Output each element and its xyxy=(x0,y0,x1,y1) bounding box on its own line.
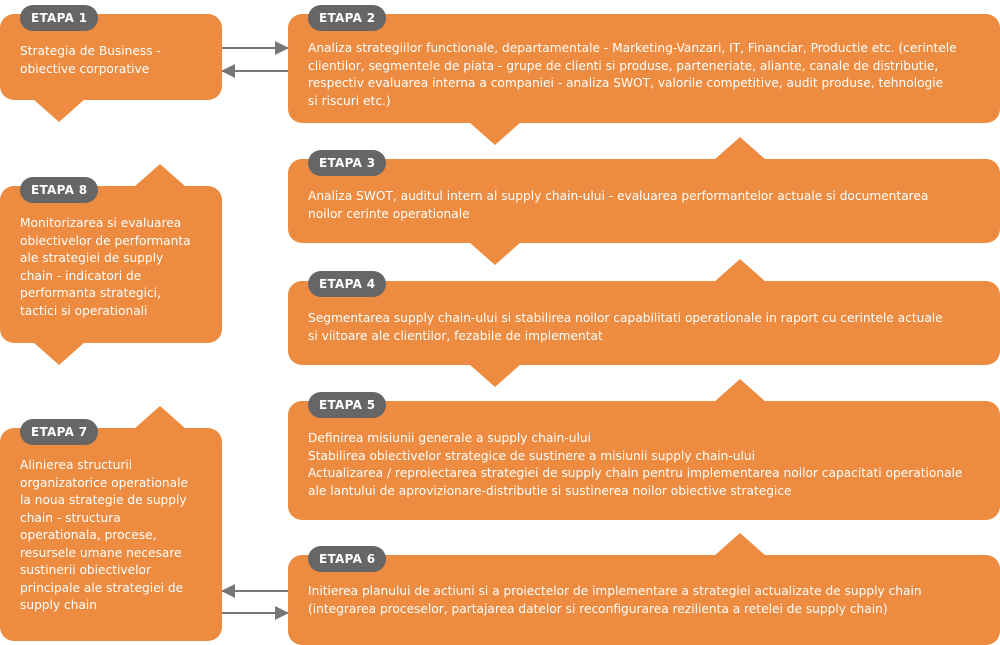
step-text: Monitorizarea si evaluarea xyxy=(20,216,182,230)
step-text: operationala, procese, xyxy=(20,528,157,542)
pointer-up-icon xyxy=(714,137,766,160)
step-text: Actualizarea / reproiectarea strategiei … xyxy=(308,466,963,480)
step-text: Stabilirea obiectivelor strategice de su… xyxy=(308,448,756,463)
pointer-down-icon xyxy=(33,342,85,365)
arrow-right-icon xyxy=(222,606,289,620)
step-1-box: Strategia de Business - obiective corpor… xyxy=(0,14,222,100)
step-text: Segmentarea supply chain-ului si stabili… xyxy=(308,311,943,325)
step-text: Analiza SWOT, auditul intern al supply c… xyxy=(308,189,929,203)
step-text: ale strategiei de supply xyxy=(20,251,164,265)
step-text: resursele umane necesare xyxy=(20,545,182,560)
step-6-badge: ETAPA 6 xyxy=(308,546,387,572)
arrow-left-icon xyxy=(221,64,288,78)
step-text: noilor cerinte operationale xyxy=(308,206,470,221)
step-text: Analiza strategiilor functionale, depart… xyxy=(308,41,957,55)
step-text: Strategia de Business - xyxy=(20,44,161,58)
step-6-box: Initierea planului de actiuni si a proie… xyxy=(288,555,1000,645)
pointer-up-icon xyxy=(714,379,766,402)
step-text: ale lantului de aprovizionare-distributi… xyxy=(308,483,792,498)
pointer-down-icon xyxy=(33,99,85,122)
step-8-box: Monitorizarea si evaluarea obiectivelor … xyxy=(0,186,222,343)
step-1-badge: ETAPA 1 xyxy=(20,5,99,31)
step-text: Alinierea structurii xyxy=(20,458,133,472)
step-4-badge: ETAPA 4 xyxy=(308,271,387,297)
step-5-badge: ETAPA 5 xyxy=(308,392,387,418)
pointer-down-icon xyxy=(469,122,521,145)
pointer-up-icon xyxy=(134,164,186,187)
step-7-badge: ETAPA 7 xyxy=(20,419,99,445)
step-text: Definirea misiunii generale a supply cha… xyxy=(308,431,592,445)
step-3-box: Analiza SWOT, auditul intern al supply c… xyxy=(288,159,1000,243)
step-text: la noua strategie de supply xyxy=(20,493,187,507)
step-2-badge: ETAPA 2 xyxy=(308,5,387,31)
step-2-box: Analiza strategiilor functionale, depart… xyxy=(288,14,1000,123)
step-8-badge: ETAPA 8 xyxy=(20,177,99,203)
arrow-right-icon xyxy=(222,41,289,55)
step-text: obiective corporative xyxy=(20,61,150,76)
step-text: supply chain xyxy=(20,598,98,612)
step-text: chain - indicatori de xyxy=(20,268,142,283)
step-text: tactici si operationali xyxy=(20,303,148,318)
step-text: performanta strategici, xyxy=(20,286,161,300)
step-text: chain - structura xyxy=(20,510,121,525)
step-7-box: Alinierea structurii organizatorice oper… xyxy=(0,428,222,641)
pointer-up-icon xyxy=(714,259,766,282)
step-3-badge: ETAPA 3 xyxy=(308,150,387,176)
step-text: clientilor, segmentele de piata - grupe … xyxy=(308,58,939,73)
step-5-box: Definirea misiunii generale a supply cha… xyxy=(288,401,1000,520)
step-text: si viitoare ale clientilor, fezabile de … xyxy=(308,328,603,343)
step-text: respectiv evaluarea interna a companiei … xyxy=(308,76,944,90)
pointer-up-icon xyxy=(714,533,766,556)
step-text: Initierea planului de actiuni si a proie… xyxy=(308,584,922,598)
step-4-box: Segmentarea supply chain-ului si stabili… xyxy=(288,281,1000,365)
pointer-up-icon xyxy=(134,406,186,429)
step-text: principale ale strategiei de xyxy=(20,580,184,595)
step-text: organizatorice operationale xyxy=(20,475,189,490)
step-text: obiectivelor de performanta xyxy=(20,233,191,248)
step-text: si riscuri etc.) xyxy=(308,93,391,108)
pointer-down-icon xyxy=(469,364,521,387)
step-text: sustinerii obiectivelor xyxy=(20,563,151,577)
step-text: (integrarea proceselor, partajarea datel… xyxy=(308,601,888,616)
arrow-left-icon xyxy=(221,584,288,598)
pointer-down-icon xyxy=(469,242,521,265)
